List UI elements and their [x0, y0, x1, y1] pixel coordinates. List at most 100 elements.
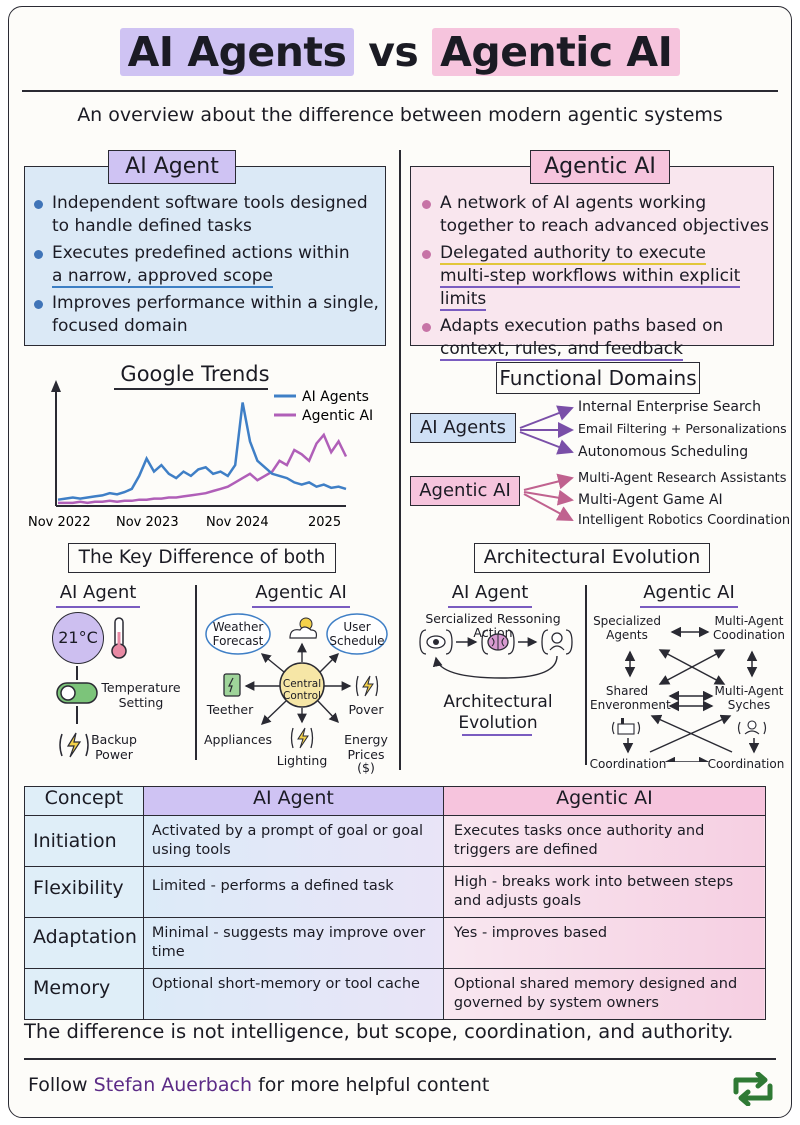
key-right-heading: Agentic AI: [255, 582, 347, 603]
central-control-node: [279, 662, 325, 708]
lightning-icon: [59, 732, 89, 758]
brain-icon: [481, 629, 515, 655]
domain-arrows: [519, 405, 574, 521]
title-part-agentic-ai: Agentic AI: [432, 28, 681, 76]
table-row: Adaptation Minimal - suggests may improv…: [24, 917, 767, 969]
flow-arrow: [76, 706, 78, 724]
node-user-schedule: User Schedule: [329, 620, 385, 648]
trends-chart-title: Google Trends: [120, 362, 270, 386]
key-difference-title: The Key Difference of both: [68, 543, 336, 573]
bullet: Independent software tools designed to h…: [34, 192, 384, 238]
central-control-diagram: [205, 613, 388, 749]
x-tick-label: Nov 2024: [206, 515, 269, 530]
node-pover: Pover: [348, 702, 384, 717]
thermometer-icon: [111, 617, 127, 659]
footer-divider: [24, 1058, 776, 1060]
arrow: [523, 489, 574, 506]
table-row: Memory Optional short-memory or tool cac…: [24, 968, 767, 1020]
domain-group-agentic-ai: Agentic AI: [410, 476, 520, 506]
reasoning-loop: [419, 629, 573, 679]
domain-item: Autonomous Scheduling: [578, 444, 749, 460]
temperature-setting-label: Temperature Setting: [101, 680, 181, 710]
y-axis-arrow: [51, 380, 61, 392]
key-left-heading: AI Agent: [59, 582, 137, 603]
node-lighting: Lighting: [276, 753, 328, 768]
closing-statement: The difference is not intelligence, but …: [24, 1020, 734, 1043]
table-cell-concept: Initiation: [24, 815, 144, 867]
footer-suffix: for more helpful content: [258, 1074, 490, 1096]
page-title: AI Agents vs Agentic AI: [0, 28, 800, 76]
arch-left-heading: AI Agent: [451, 582, 529, 603]
legend-label-agentic-ai: Agentic AI: [302, 408, 373, 424]
node-central-control: Central Control: [282, 678, 322, 702]
functional-domains-title: Functional Domains: [496, 362, 700, 394]
sun-cloud-icon: [289, 617, 318, 639]
lightning-icon: [290, 727, 314, 749]
table-cell-ai-agent: Limited - performs a defined task: [142, 866, 444, 918]
heading-underline: [640, 606, 738, 608]
ai-agent-bullets: Independent software tools designed to h…: [34, 192, 384, 342]
heading-underline: [448, 606, 532, 608]
title-vs: vs: [368, 28, 419, 76]
agentic-ai-card-label: Agentic AI: [530, 150, 670, 184]
arch-node-coordination-left: Coordination: [589, 757, 667, 771]
arch-node-coordination: Multi-Agent Coodination: [713, 614, 785, 642]
x-tick-label: Nov 2023: [116, 515, 179, 530]
agentic-ai-card: [410, 166, 774, 346]
domain-item: Internal Enterprise Search: [578, 399, 761, 415]
eye-icon: [419, 629, 453, 655]
table-cell-ai-agent: Minimal - suggests may improve over time: [142, 917, 444, 969]
arrow: [523, 493, 574, 521]
architecture-title: Architectural Evolution: [474, 543, 710, 573]
table-cell-agentic-ai: High - breaks work into between steps an…: [442, 866, 767, 918]
table-cell-concept: Memory: [24, 968, 144, 1020]
weather-node: [205, 613, 271, 655]
table-row: Initiation Activated by a prompt of goal…: [24, 815, 767, 867]
arrow: [519, 405, 574, 429]
heading-underline: [56, 606, 140, 608]
x-tick-label: 2025: [308, 515, 341, 530]
arrow: [523, 473, 574, 491]
title-part-ai-agents: AI Agents: [119, 28, 355, 76]
arch-left-caption: Architectural Evolution: [443, 692, 553, 733]
trends-chart: AI Agents Agentic AI Nov 2022 Nov 2023 N…: [28, 380, 373, 530]
table-cell-concept: Adaptation: [24, 917, 144, 969]
domain-item: Email Filtering + Personalizations: [578, 421, 787, 436]
title-divider: [22, 90, 778, 92]
repost-icon[interactable]: [728, 1072, 778, 1106]
backup-power-label: Backup Power: [91, 732, 137, 762]
node-energy-prices-unit: ($): [357, 760, 375, 775]
table-row: Flexibility Limited - performs a defined…: [24, 866, 767, 918]
node-appliances: Appliances: [204, 732, 273, 747]
domain-group-ai-agents: AI Agents: [410, 413, 516, 443]
author-link[interactable]: Stefan Auerbach: [93, 1074, 253, 1096]
node-teether: Teether: [206, 702, 254, 717]
caption-underline: [462, 734, 532, 736]
comparison-table: Concept AI Agent Agentic AI Initiation A…: [24, 786, 767, 1020]
arch-node-coordination-right: Coordination: [707, 757, 785, 771]
node-energy-prices: Energy Prices: [344, 732, 388, 762]
trends-title-underline: [114, 388, 268, 390]
domain-item: Multi-Agent Game AI: [578, 492, 723, 508]
legend-label-ai-agents: AI Agents: [302, 389, 369, 405]
table-cell-agentic-ai: Optional shared memory designed and gove…: [442, 968, 767, 1020]
heading-underline: [252, 606, 350, 608]
series-line-agentic-ai: [58, 432, 348, 505]
table-header-agentic-ai: Agentic AI: [442, 786, 767, 816]
agent-icon: [541, 629, 573, 655]
ai-agent-card: [24, 166, 386, 346]
battery-icon: [223, 673, 241, 697]
schedule-node: [326, 613, 388, 655]
subtitle: An overview about the difference between…: [77, 104, 723, 126]
bullet: A network of AI agents working together …: [422, 192, 772, 238]
table-cell-ai-agent: Optional short-memory or tool cache: [142, 968, 444, 1020]
temperature-display: 21°C: [52, 612, 104, 664]
lightning-icon: [355, 675, 379, 697]
agentic-ai-bullets: A network of AI agents working together …: [422, 192, 772, 365]
multi-agent-diagram: [611, 626, 767, 762]
agent-icon: [737, 720, 767, 735]
flow-arrow: [76, 666, 78, 680]
